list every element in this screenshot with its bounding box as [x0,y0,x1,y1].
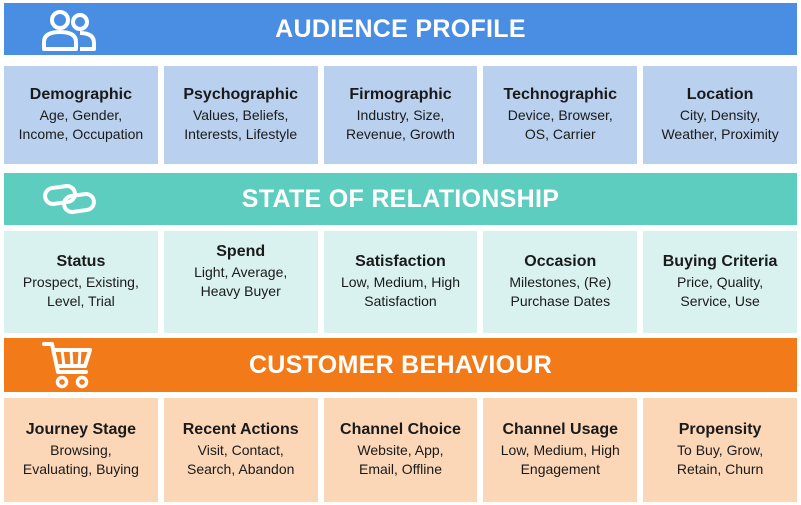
card-line: Website, App, [357,442,444,458]
card-location: Location City, Density, Weather, Proximi… [643,66,797,164]
card-line: Prospect, Existing, [22,274,139,290]
card-title: Technographic [503,86,618,103]
card-channel-choice: Channel Choice Website, App, Email, Offl… [323,398,478,502]
card-title: Journey Stage [25,421,137,438]
card-line: Email, Offline [358,461,442,477]
card-line: OS, Carrier [524,126,596,142]
card-buying-criteria: Buying Criteria Price, Quality, Service,… [643,231,797,333]
card-title: Demographic [29,86,133,103]
card-satisfaction: Satisfaction Low, Medium, High Satisfact… [323,231,478,333]
card-line: Low, Medium, High [500,442,620,458]
card-propensity: Propensity To Buy, Grow, Retain, Churn [643,398,797,502]
card-line: Industry, Size, [356,107,445,123]
card-title: Psychographic [183,86,299,103]
card-line: Device, Browser, [507,107,613,123]
card-line: City, Density, [679,107,761,123]
section-title: AUDIENCE PROFILE [275,14,526,43]
card-channel-usage: Channel Usage Low, Medium, High Engageme… [483,398,638,502]
card-line: Low, Medium, High [340,274,461,290]
card-line: Browsing, [50,442,112,458]
card-line: Satisfaction [364,293,437,309]
card-line: Purchase Dates [510,293,611,309]
card-recent-actions: Recent Actions Visit, Contact, Search, A… [163,398,318,502]
card-firmographic: Firmographic Industry, Size, Revenue, Gr… [323,66,478,164]
card-title: Firmographic [349,86,452,103]
state-of-relationship-banner: STATE OF RELATIONSHIP [4,173,797,225]
card-title: Buying Criteria [662,253,778,270]
card-occasion: Occasion Milestones, (Re) Purchase Dates [483,231,638,333]
card-line: Evaluating, Buying [22,461,139,477]
card-line: Income, Occupation [18,126,144,142]
card-line: Milestones, (Re) [509,274,612,290]
card-line: Engagement [520,461,600,477]
card-journey-stage: Journey Stage Browsing, Evaluating, Buyi… [4,398,158,502]
card-title: Occasion [524,253,597,270]
card-line: Values, Beliefs, [192,107,289,123]
card-line: Search, Abandon [186,461,295,477]
shopping-cart-icon [40,340,96,397]
section-title: STATE OF RELATIONSHIP [241,184,560,213]
card-line: Interests, Lifestyle [184,126,298,142]
card-psychographic: Psychographic Values, Beliefs, Interests… [163,66,318,164]
section-title: CUSTOMER BEHAVIOUR [248,350,553,379]
customer-behaviour-cards: Journey Stage Browsing, Evaluating, Buyi… [4,398,797,502]
card-title: Propensity [678,421,762,438]
card-line: To Buy, Grow, [677,442,764,458]
card-demographic: Demographic Age, Gender, Income, Occupat… [4,66,158,164]
card-line: Service, Use [680,293,760,309]
card-title: Recent Actions [182,421,299,438]
chain-link-icon [42,181,98,224]
card-title: Satisfaction [355,253,446,270]
card-title: Spend [216,243,266,260]
card-line: Revenue, Growth [346,126,455,142]
card-line: Visit, Contact, [197,442,284,458]
card-title: Channel Choice [340,421,461,438]
customer-behaviour-section: CUSTOMER BEHAVIOUR Journey Stage Browsin… [4,338,797,502]
card-line: Age, Gender, [39,107,123,123]
state-of-relationship-cards: Status Prospect, Existing, Level, Trial … [4,231,797,333]
audience-profile-cards: Demographic Age, Gender, Income, Occupat… [4,66,797,164]
card-line: Weather, Proximity [661,126,779,142]
card-title: Status [56,253,106,270]
card-line: Light, Average, [194,264,288,280]
card-line: Price, Quality, [677,274,764,290]
card-line: Heavy Buyer [200,283,281,299]
card-line: Level, Trial [47,293,115,309]
audience-profile-banner: AUDIENCE PROFILE [4,3,797,55]
card-title: Location [686,86,754,103]
audience-profile-section: AUDIENCE PROFILE Demographic Age, Gender… [4,3,797,166]
card-technographic: Technographic Device, Browser, OS, Carri… [483,66,638,164]
card-spend: Spend Light, Average, Heavy Buyer [163,231,318,333]
customer-behaviour-banner: CUSTOMER BEHAVIOUR [4,338,797,392]
card-title: Channel Usage [502,421,619,438]
card-status: Status Prospect, Existing, Level, Trial [4,231,158,333]
users-icon [40,9,98,58]
card-line: Retain, Churn [676,461,764,477]
state-of-relationship-section: STATE OF RELATIONSHIP Status Prospect, E… [4,173,797,334]
